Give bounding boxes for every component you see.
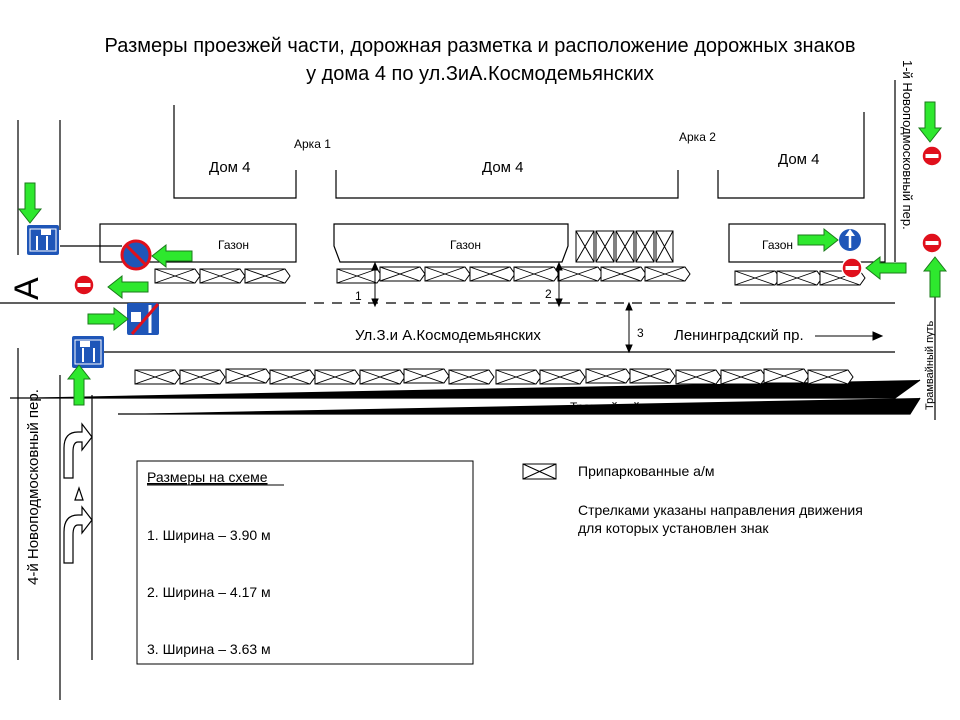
right-lane-label: 1-й Новоподмосковный пер. xyxy=(900,60,915,230)
main-street-label: Ул.З.и А.Космодемьянских xyxy=(355,327,541,344)
lawn-right-label: Газон xyxy=(762,238,793,252)
arch-2-label: Арка 2 xyxy=(679,130,716,144)
arrows-legend-line-2: для которых установлен знак xyxy=(578,520,769,536)
dimension-1-label: 1 xyxy=(355,289,362,303)
arch-1-label: Арка 1 xyxy=(294,137,331,151)
diagram-title-line-1: Размеры проезжей части, дорожная разметк… xyxy=(104,35,856,57)
diagram-title-line-2: у дома 4 по ул.ЗиА.Космодемьянских xyxy=(306,63,654,85)
no-entry-sign-left xyxy=(73,274,95,296)
arrows-legend-line-1: Стрелками указаны направления движения xyxy=(578,502,863,518)
parking-area-boxes xyxy=(575,230,674,263)
parked-cars-bottom-row xyxy=(134,368,854,385)
left-lane-label: 4-й Новоподмосковный пер. xyxy=(25,389,42,585)
dimensions-heading: Размеры на схеме xyxy=(147,469,268,485)
dimension-3-label: 3 xyxy=(637,326,644,340)
house-mid-label: Дом 4 xyxy=(482,159,524,176)
no-entry-sign-right-top xyxy=(921,145,943,167)
dimension-markers xyxy=(371,261,884,354)
lawn-mid-label: Газон xyxy=(450,238,481,252)
no-entry-sign-right-bottom xyxy=(921,232,943,254)
dimensions-legend-box xyxy=(136,460,474,665)
house-right-label: Дом 4 xyxy=(778,151,820,168)
dimension-2-label: 2 xyxy=(545,287,552,301)
tram-vertical-label: Трамвайный путь xyxy=(924,320,936,410)
bus-lane-sign-left-top xyxy=(27,225,59,255)
direction-leningradsky-label: Ленинградский пр. xyxy=(674,327,804,344)
bus-lane-end-sign xyxy=(127,303,160,335)
no-entry-sign-right-lane xyxy=(841,257,863,279)
bus-lane-sign-left-bottom xyxy=(72,336,104,368)
tram-track-label: Трамвайный путь xyxy=(570,400,667,414)
dimension-item-1: 1. Ширина – 3.90 м xyxy=(147,527,271,543)
parked-car-legend-icon xyxy=(522,463,557,480)
road-lines xyxy=(0,80,936,700)
parked-cars-legend-label: Припаркованные а/м xyxy=(578,463,714,479)
parked-cars-top-row xyxy=(154,266,866,286)
lane-turn-arrows xyxy=(63,422,93,564)
go-straight-sign xyxy=(839,229,861,251)
lawn-mid xyxy=(333,223,569,263)
lawn-left-label: Газон xyxy=(218,238,249,252)
house-left-label: Дом 4 xyxy=(209,159,251,176)
no-stopping-sign xyxy=(120,239,152,271)
big-letter-label: А xyxy=(8,277,46,300)
dimension-item-3: 3. Ширина – 3.63 м xyxy=(147,641,271,657)
dimension-item-2: 2. Ширина – 4.17 м xyxy=(147,584,271,600)
building-outlines xyxy=(173,105,865,199)
